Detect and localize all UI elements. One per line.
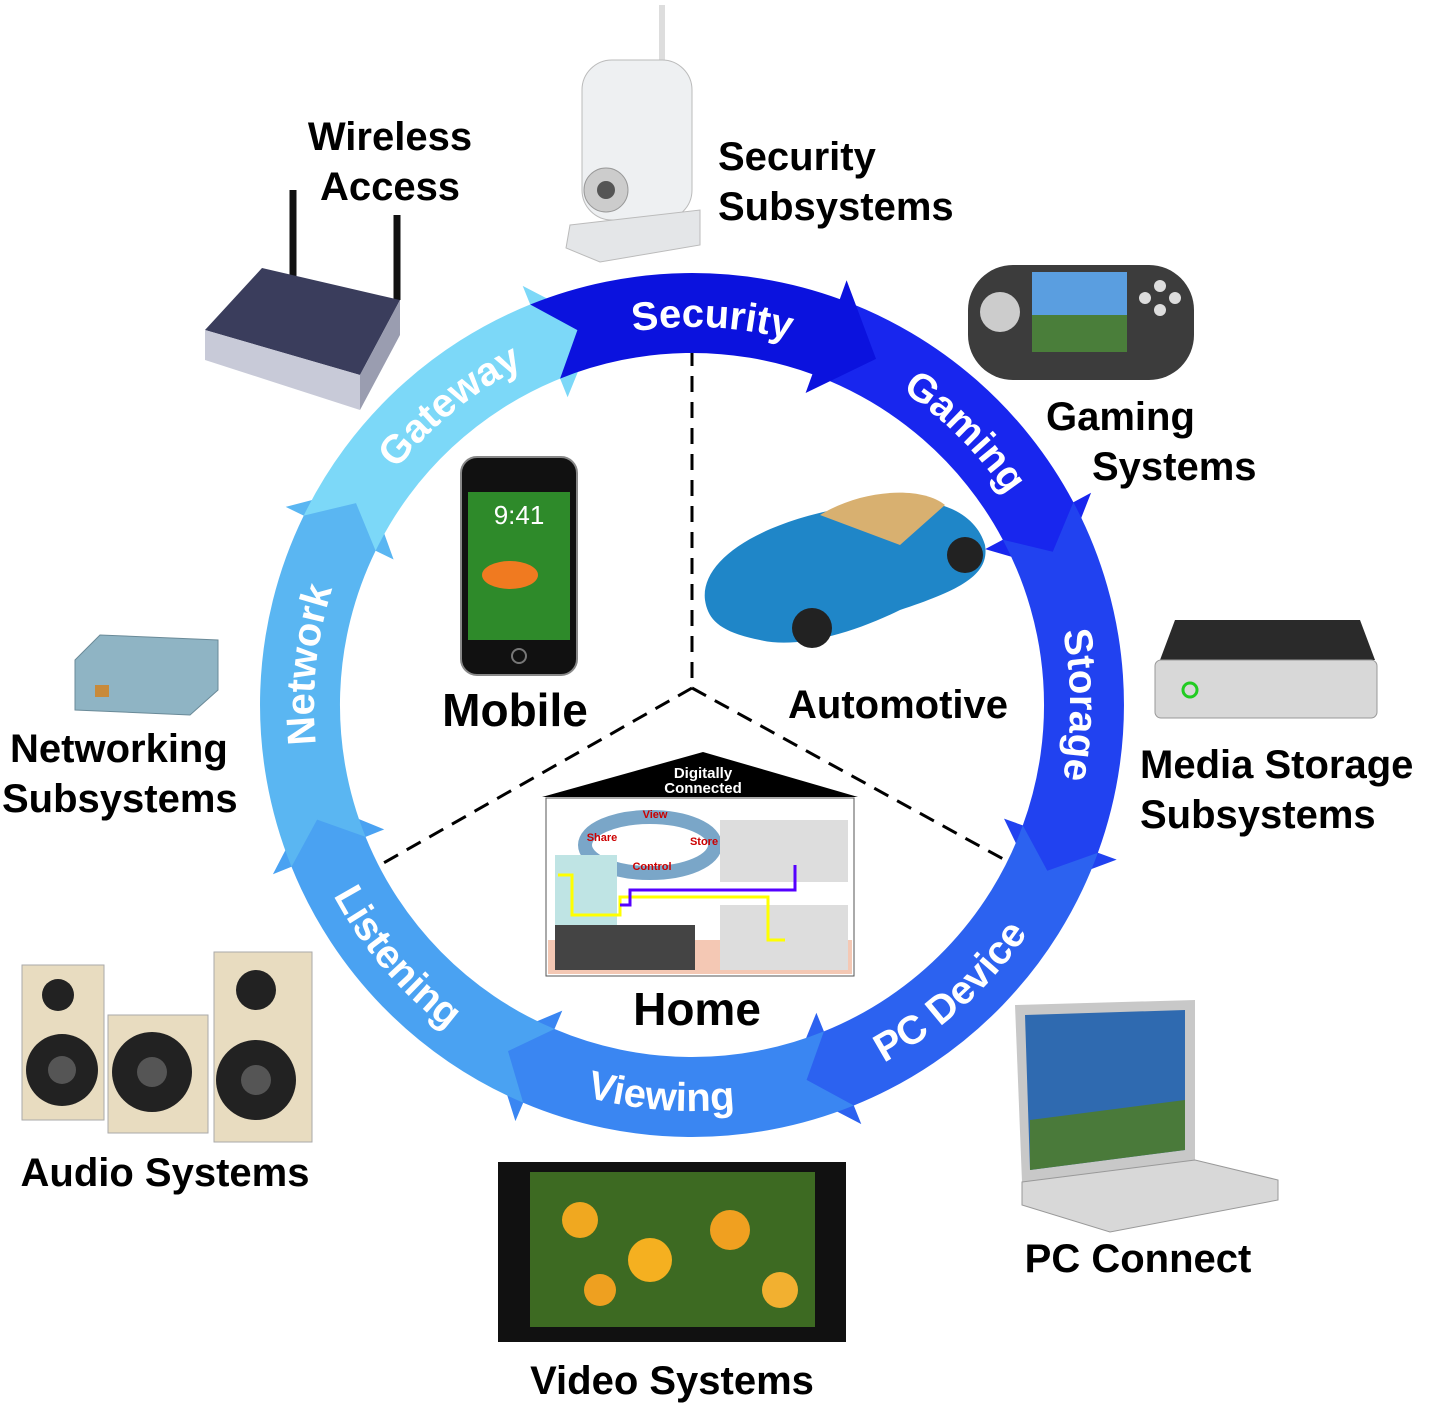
ring-arrow-viewing <box>490 1010 854 1137</box>
house-title-line1: Digitally <box>674 765 733 782</box>
ring-arrow-gateway <box>303 285 598 551</box>
wireless-router-image <box>205 190 401 410</box>
automotive-label: Automotive <box>788 683 1008 727</box>
cycle-share: Share <box>587 832 618 844</box>
ring-arrow-security <box>530 273 876 393</box>
ring-arrow-gaming <box>812 299 1092 571</box>
ring-arrow-listening <box>272 799 555 1103</box>
laptop-image <box>1015 1000 1279 1233</box>
cycle-view: View <box>643 809 668 821</box>
phone-time: 9:41 <box>494 500 545 530</box>
gaming-device-image <box>968 265 1194 380</box>
media-storage-image <box>1154 620 1378 719</box>
video-systems-label: Video Systems <box>530 1359 814 1403</box>
speakers-image <box>21 951 313 1143</box>
home-label: Home <box>633 983 761 1035</box>
house-image: Digitally Connected View Store Control S… <box>542 752 858 977</box>
ring-label-storage: Storage <box>1054 625 1105 785</box>
mobile-phone-image: 9:41 <box>460 456 578 676</box>
cycle-control: Control <box>632 861 671 873</box>
car-image <box>704 492 986 648</box>
pc-connect-label: PC Connect <box>1025 1237 1252 1281</box>
audio-systems-label: Audio Systems <box>21 1151 310 1195</box>
house-title-line2: Connected <box>664 780 742 797</box>
dashed-dividers <box>379 350 1006 867</box>
television-image <box>498 1162 846 1342</box>
ring-arrow-pc-device <box>786 825 1098 1125</box>
security-camera-image <box>565 5 701 263</box>
ring-arrow-network <box>260 485 394 867</box>
cycle-store: Store <box>690 836 718 848</box>
mobile-label: Mobile <box>442 684 588 736</box>
networking-device-image <box>74 634 219 716</box>
ring-arrow-storage <box>1002 502 1124 889</box>
